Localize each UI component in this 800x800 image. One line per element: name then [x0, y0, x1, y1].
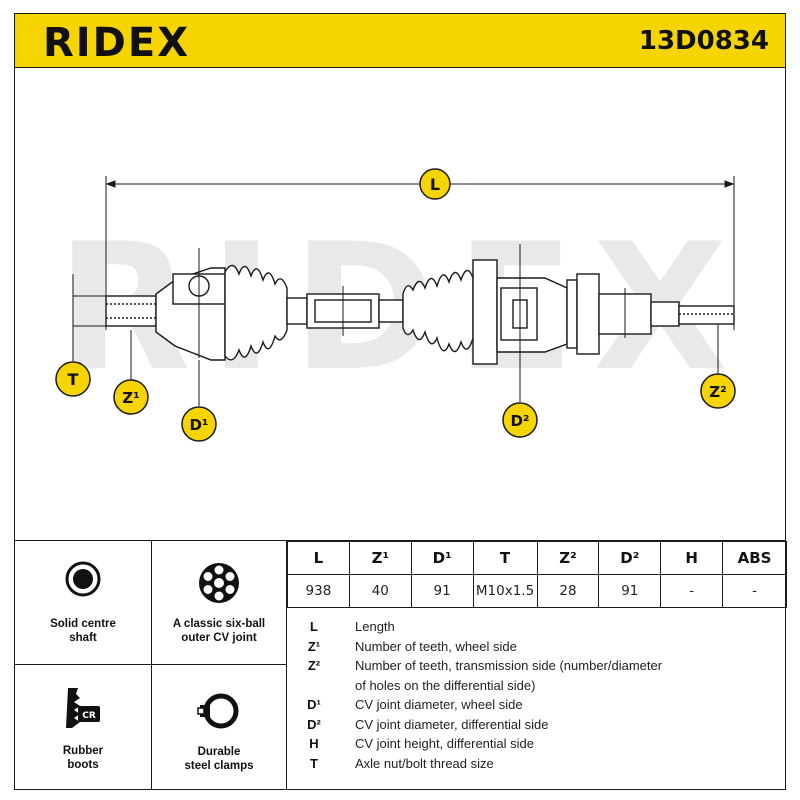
thread-dimension: [72, 274, 107, 361]
legend-text: CV joint height, differential side: [355, 736, 534, 751]
feature-line2: steel clamps: [184, 760, 254, 772]
label-t-circle: [55, 361, 91, 397]
feature-rubber-boots: CR Rubber boots: [15, 686, 151, 772]
spec-value: 91: [598, 574, 662, 608]
feature-six-ball: A classic six-ball outer CV joint: [151, 561, 287, 645]
six-ball-joint-icon: [199, 563, 239, 603]
legend-row: D² CV joint diameter, differential side: [287, 717, 787, 736]
spec-header: T: [472, 541, 538, 575]
legend-symbol: H: [309, 736, 319, 751]
feature-divider-v: [151, 541, 152, 789]
legend-text: Number of teeth, wheel side: [355, 639, 517, 654]
legend-row: T Axle nut/bolt thread size: [287, 756, 787, 775]
feature-line1: Durable: [197, 746, 241, 758]
header-bar: RIDEX 13D0834: [14, 13, 786, 68]
feature-line2: shaft: [69, 632, 97, 644]
feature-solid-shaft: Solid centre shaft: [15, 561, 151, 645]
legend-text: CV joint diameter, differential side: [355, 717, 549, 732]
spec-value: -: [660, 574, 724, 608]
feature-line2: boots: [67, 759, 99, 771]
label-d1: D¹: [189, 416, 208, 434]
feature-line1: Solid centre: [50, 618, 116, 630]
spec-header: D²: [598, 541, 662, 575]
cr-badge: CR: [82, 711, 96, 721]
spec-header: H: [660, 541, 724, 575]
legend-text: Length: [355, 619, 395, 634]
label-z2: Z²: [709, 383, 726, 401]
legend-symbol: Z²: [307, 658, 321, 673]
drive-shaft-drawing: RIDEX L: [55, 168, 736, 442]
spec-value: 28: [536, 574, 600, 608]
legend-row: L Length: [287, 619, 787, 638]
technical-drawing: RIDEX L: [14, 68, 786, 540]
spec-header: L: [287, 541, 350, 575]
feature-line2: outer CV joint: [181, 632, 257, 644]
legend-row: Z¹ Number of teeth, wheel side: [287, 639, 787, 658]
spec-header: Z¹: [348, 541, 412, 575]
label-d2: D²: [510, 412, 529, 430]
part-number: 13D0834: [638, 26, 769, 56]
label-z2-circle: [700, 373, 736, 409]
legend-row: D¹ CV joint diameter, wheel side: [287, 697, 787, 716]
legend-text: Number of teeth, transmission side (numb…: [355, 658, 663, 673]
spec-value: 40: [348, 574, 412, 608]
spec-header: ABS: [722, 541, 787, 575]
spec-value: 91: [410, 574, 474, 608]
label-d1-circle: [181, 406, 217, 442]
rubber-boot-icon: CR: [66, 688, 100, 728]
legend-row: Z² Number of teeth, transmission side (n…: [287, 658, 787, 677]
label-z1: Z¹: [122, 389, 139, 407]
spec-value: M10x1.5: [472, 574, 538, 608]
solid-shaft-icon: [65, 561, 101, 597]
spec-header-row: L Z¹ D¹ T Z² D² H ABS: [287, 541, 787, 575]
spec-value: 938: [287, 574, 350, 608]
label-l: L: [430, 175, 440, 194]
spec-value-row: 938 40 91 M10x1.5 28 91 - -: [287, 574, 787, 608]
legend-symbol: T: [310, 756, 318, 771]
spec-value: -: [722, 574, 787, 608]
brand-logo: RIDEX: [43, 20, 191, 66]
legend-symbol: L: [310, 619, 318, 634]
label-d2-circle: [502, 402, 538, 438]
label-l-circle: [419, 168, 451, 200]
feature-line1: A classic six-ball: [172, 618, 266, 630]
legend-symbol: Z¹: [307, 639, 321, 654]
legend-symbol: D²: [307, 717, 321, 732]
steel-clamp-icon: [197, 693, 239, 729]
legend-text: of holes on the differential side): [355, 678, 536, 693]
feature-steel-clamps: Durable steel clamps: [151, 691, 287, 773]
label-t: T: [68, 370, 79, 389]
spec-header: Z²: [536, 541, 600, 575]
feature-divider-v2: [286, 541, 287, 789]
legend-text: CV joint diameter, wheel side: [355, 697, 523, 712]
label-z1-circle: [113, 379, 149, 415]
legend-symbol: D¹: [307, 697, 321, 712]
legend-row: H CV joint height, differential side: [287, 736, 787, 755]
legend-row: of holes on the differential side): [287, 678, 787, 697]
info-section: Solid centre shaft A classic six-ball ou…: [14, 540, 787, 790]
spec-header: D¹: [410, 541, 474, 575]
feature-divider-h: [15, 664, 287, 665]
feature-line1: Rubber: [62, 745, 104, 757]
spec-table: L Z¹ D¹ T Z² D² H ABS 938 40 91 M10x1.5 …: [287, 541, 787, 608]
legend-text: Axle nut/bolt thread size: [355, 756, 494, 771]
shaft-body: [105, 244, 735, 368]
